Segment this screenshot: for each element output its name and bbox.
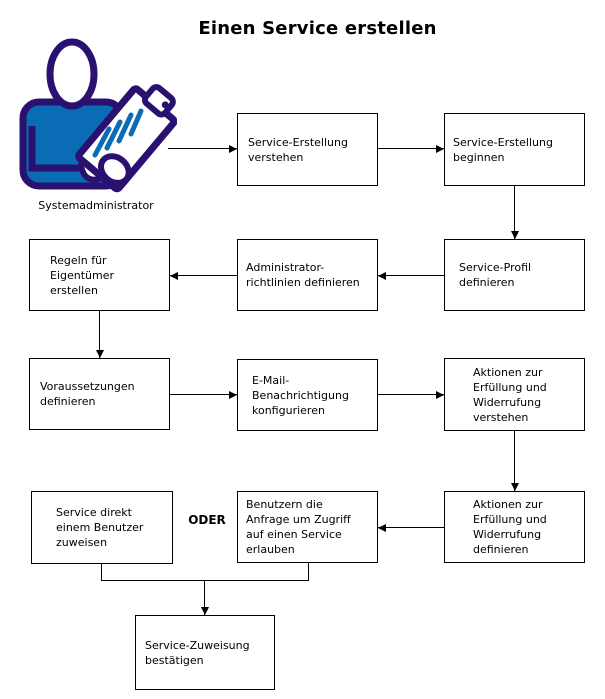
arrowhead [436, 145, 444, 153]
arrowhead [378, 524, 386, 532]
actor-arm-line [28, 126, 95, 172]
clipboard-icon [75, 84, 177, 193]
flow-node-service-zuweisung-bestaetigen: Service-Zuweisung bestätigen [135, 615, 275, 690]
arrowhead [511, 231, 519, 239]
clipboard-text-lines [92, 108, 144, 158]
connector-line [378, 527, 444, 528]
flow-node-label: E-Mail- Benachrichtigung konfigurieren [252, 373, 349, 417]
connector-line [378, 148, 444, 149]
flow-node-label: Service-Profil definieren [459, 261, 532, 289]
connector-line [168, 148, 237, 149]
flow-node-regeln-fuer-eigentuemer-erstellen: Regeln für Eigentümer erstellen [29, 239, 170, 311]
flow-node-voraussetzungen-definieren: Voraussetzungen definieren [29, 358, 170, 430]
connector-line [101, 564, 102, 581]
flow-node-service-erstellung-beginnen: Service-Erstellung beginnen [444, 113, 585, 186]
flow-node-benutzern-anfrage-zugriff-erlauben: Benutzern die Anfrage um Zugriff auf ein… [237, 491, 378, 563]
connector-line [170, 394, 237, 395]
arrowhead [511, 483, 519, 491]
flow-node-label: Aktionen zur Erfüllung und Widerrufung d… [473, 498, 547, 556]
flow-node-aktionen-erfuellung-widerrufung-definieren: Aktionen zur Erfüllung und Widerrufung d… [444, 491, 585, 563]
flow-node-label: Service-Zuweisung bestätigen [145, 638, 250, 667]
arrowhead [201, 607, 209, 615]
connector-line [308, 563, 309, 581]
arrowhead [229, 145, 237, 153]
connector-line [204, 580, 205, 615]
flow-node-label: Administrator- richtlinien definieren [246, 261, 360, 289]
oder-label: ODER [188, 513, 226, 527]
flow-node-label: Service-Erstellung verstehen [248, 135, 348, 164]
connector-line [514, 431, 515, 491]
connector-line [170, 275, 237, 276]
arrowhead [170, 272, 178, 280]
actor-label: Systemadministrator [38, 199, 154, 212]
flow-node-label: Service-Erstellung beginnen [453, 135, 553, 164]
flow-node-label: Benutzern die Anfrage um Zugriff auf ein… [246, 498, 351, 556]
flow-node-administratorrichtlinien-definieren: Administrator- richtlinien definieren [237, 239, 378, 311]
system-administrator-icon [19, 38, 177, 193]
arrowhead [378, 272, 386, 280]
connector-line [378, 394, 444, 395]
arrowhead [96, 350, 104, 358]
flow-node-label: Voraussetzungen definieren [40, 380, 135, 408]
connector-line [99, 311, 100, 358]
arrowhead [436, 391, 444, 399]
connector-line [378, 275, 444, 276]
arrowhead [229, 391, 237, 399]
flow-node-label: Service direkt einem Benutzer zuweisen [56, 506, 144, 549]
flow-node-aktionen-erfuellung-widerrufung-verstehen: Aktionen zur Erfüllung und Widerrufung v… [444, 358, 585, 431]
flow-node-email-benachrichtigung-konfigurieren: E-Mail- Benachrichtigung konfigurieren [237, 359, 378, 431]
page-title: Einen Service erstellen [198, 18, 437, 39]
flow-node-label: Regeln für Eigentümer erstellen [50, 253, 115, 297]
flow-node-service-erstellung-verstehen: Service-Erstellung verstehen [237, 113, 378, 186]
flow-node-service-profil-definieren: Service-Profil definieren [444, 239, 585, 311]
actor-head [46, 38, 98, 110]
flow-node-service-direkt-benutzer-zuweisen: Service direkt einem Benutzer zuweisen [31, 491, 173, 564]
connector-line [514, 186, 515, 239]
flow-node-label: Aktionen zur Erfüllung und Widerrufung v… [473, 365, 547, 424]
